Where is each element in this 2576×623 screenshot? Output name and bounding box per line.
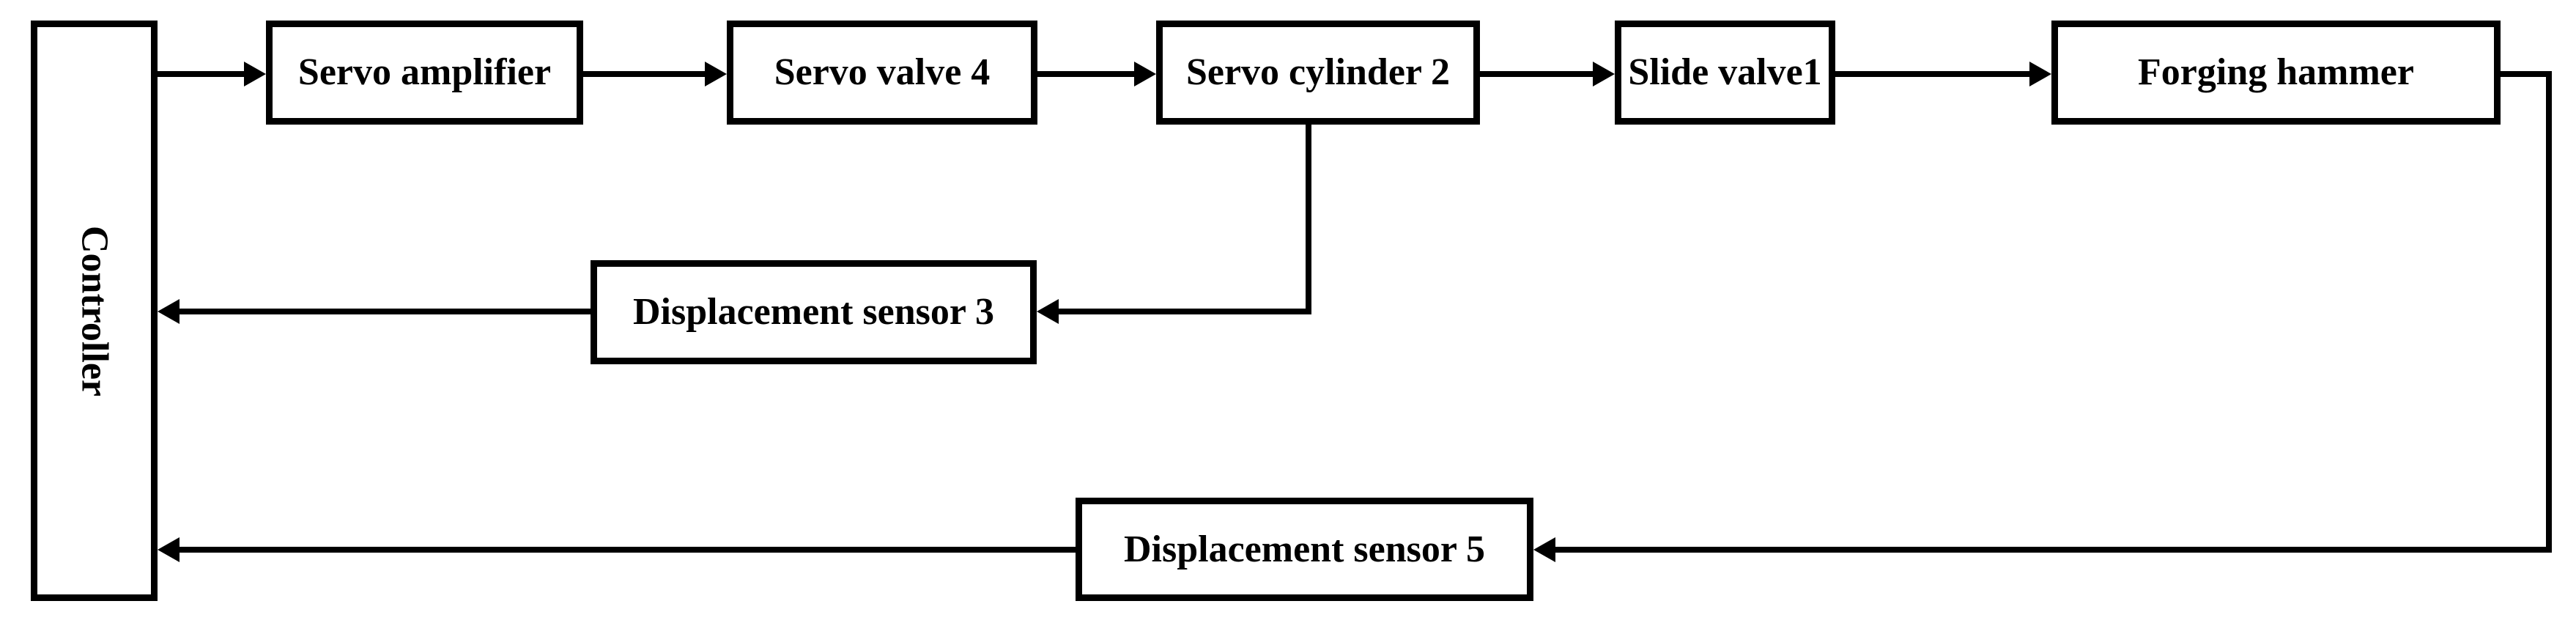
node-forging-hammer: Forging hammer bbox=[2051, 21, 2501, 125]
node-displacement-sensor-5: Displacement sensor 5 bbox=[1076, 498, 1533, 601]
arrowhead-sensor-3-into-controller-icon bbox=[158, 299, 179, 324]
node-displacement-sensor-3: Displacement sensor 3 bbox=[591, 260, 1037, 364]
connector-to-displacement-sensor-3 bbox=[1057, 309, 1311, 314]
node-controller-label: Controller bbox=[73, 225, 116, 397]
arrowhead-into-displacement-sensor-3-icon bbox=[1037, 299, 1059, 324]
connector-servo-cylinder-2-to-slide-valve-1 bbox=[1480, 71, 1596, 77]
arrowhead-into-displacement-sensor-5-icon bbox=[1533, 537, 1555, 562]
connector-displacement-sensor-5-to-controller bbox=[178, 547, 1076, 553]
node-servo-amplifier-label: Servo amplifier bbox=[297, 51, 552, 93]
arrowhead-sensor-5-into-controller-icon bbox=[158, 537, 179, 562]
connector-to-displacement-sensor-5 bbox=[1554, 547, 2552, 553]
node-controller: Controller bbox=[31, 21, 158, 601]
node-servo-valve-4: Servo valve 4 bbox=[727, 21, 1037, 125]
node-forging-hammer-label: Forging hammer bbox=[2138, 51, 2414, 93]
node-servo-valve-4-label: Servo valve 4 bbox=[774, 51, 991, 93]
node-servo-cylinder-2-label: Servo cylinder 2 bbox=[1185, 51, 1451, 93]
connector-servo-valve-4-to-servo-cylinder-2 bbox=[1037, 71, 1137, 77]
arrowhead-into-servo-valve-4-icon bbox=[705, 62, 727, 86]
connector-servo-amplifier-to-servo-valve-4 bbox=[583, 71, 708, 77]
node-slide-valve-1-label: Slide valve1 bbox=[1628, 51, 1822, 93]
node-displacement-sensor-3-label: Displacement sensor 3 bbox=[632, 291, 994, 333]
node-servo-amplifier: Servo amplifier bbox=[266, 21, 583, 125]
arrowhead-into-servo-cylinder-2-icon bbox=[1134, 62, 1156, 86]
connector-forging-hammer-exit-horizontal bbox=[2501, 71, 2552, 77]
connector-displacement-sensor-3-to-controller bbox=[178, 309, 591, 314]
connector-controller-to-servo-amplifier bbox=[158, 71, 247, 77]
arrowhead-into-forging-hammer-icon bbox=[2029, 62, 2051, 86]
node-slide-valve-1: Slide valve1 bbox=[1615, 21, 1835, 125]
connector-right-feedback-vertical bbox=[2546, 71, 2552, 553]
connector-servo-cylinder-2-drop-vertical bbox=[1306, 125, 1311, 314]
node-displacement-sensor-5-label: Displacement sensor 5 bbox=[1123, 528, 1485, 570]
connector-slide-valve-1-to-forging-hammer bbox=[1835, 71, 2032, 77]
node-servo-cylinder-2: Servo cylinder 2 bbox=[1156, 21, 1480, 125]
arrowhead-into-servo-amplifier-icon bbox=[244, 62, 266, 86]
arrowhead-into-slide-valve-1-icon bbox=[1593, 62, 1615, 86]
